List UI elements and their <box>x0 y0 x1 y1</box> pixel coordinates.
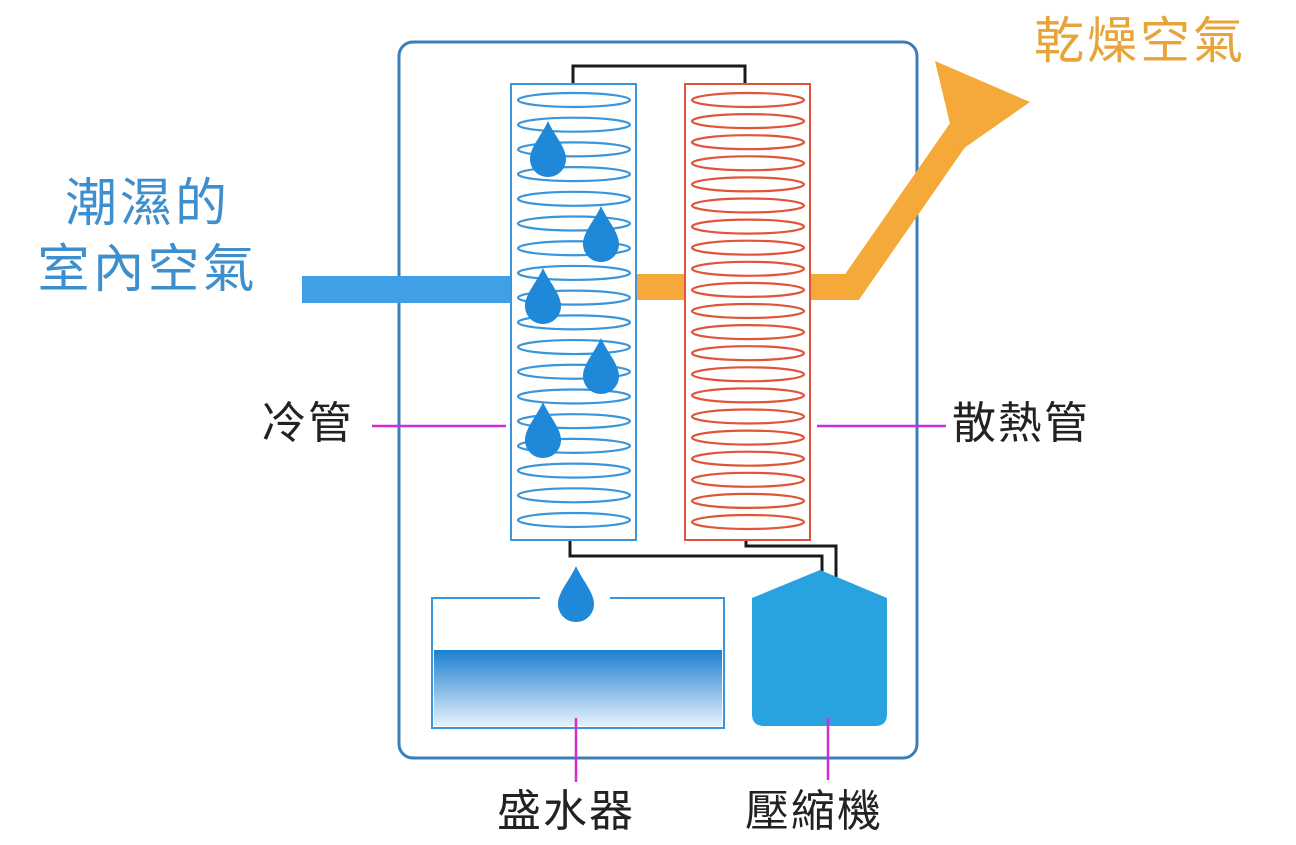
coil-loop <box>690 366 806 383</box>
coil-loop <box>516 116 632 133</box>
coil-loop <box>516 190 632 207</box>
water-tank <box>431 566 725 729</box>
coil-loop <box>516 363 632 380</box>
coil-loop <box>690 176 806 193</box>
bottom-pipe-inner <box>568 540 824 572</box>
coil-loop <box>690 197 806 214</box>
callout-lines <box>372 424 946 782</box>
humid-air-label-line1: 潮濕的 <box>64 174 230 234</box>
coil-loop <box>690 345 806 362</box>
coil-loop <box>690 134 806 151</box>
coil-loop <box>690 155 806 172</box>
refrigerant-pipes <box>568 64 838 578</box>
heat-pipe-label: 散熱管 <box>952 398 1090 449</box>
coil-loop <box>690 492 806 509</box>
water-tank-label: 盛水器 <box>497 786 635 837</box>
humid-air-label: 潮濕的 室內空氣 <box>20 178 275 296</box>
coil-loop <box>516 511 632 529</box>
compressor-label: 壓縮機 <box>745 786 883 837</box>
coil-loop <box>516 141 632 158</box>
coil-loop <box>516 462 632 479</box>
coil-loop <box>690 387 806 404</box>
coil-loop <box>690 302 806 320</box>
coil-loop <box>516 388 632 405</box>
coil-loop <box>516 264 632 282</box>
coil-loop <box>690 281 806 298</box>
coil-loop <box>690 513 806 531</box>
coil-loop <box>690 429 806 446</box>
top-pipe <box>571 64 747 84</box>
coil-loop <box>690 218 806 235</box>
coil-loop <box>516 437 632 454</box>
coil-loop <box>690 471 806 488</box>
dry-air-arrow <box>636 61 1030 300</box>
humid-air-label-line2: 室內空氣 <box>37 240 258 300</box>
coil-loop <box>516 215 632 232</box>
coil-loop <box>516 338 632 356</box>
cold-pipe-label: 冷管 <box>262 398 354 449</box>
coil-loop <box>690 112 806 130</box>
coil-loop <box>516 314 632 331</box>
coil-loop <box>690 239 806 256</box>
coil-loop <box>516 413 632 430</box>
coil-loop <box>516 91 632 109</box>
coil-loop <box>516 166 632 183</box>
compressor-icon <box>752 570 887 726</box>
coil-loop <box>690 408 806 425</box>
bottom-pipe-outer <box>744 540 838 578</box>
coil-loop <box>690 450 806 467</box>
dry-air-label: 乾燥空氣 <box>1034 12 1246 70</box>
coil-loop <box>516 240 632 257</box>
coil-loop <box>516 289 632 306</box>
coil-loop <box>690 324 806 341</box>
coil-loop <box>690 91 806 109</box>
humid-air-arrow <box>302 276 520 303</box>
coil-loop <box>516 487 632 504</box>
coil-loop <box>690 260 806 277</box>
hot-coil-icon <box>684 83 811 541</box>
